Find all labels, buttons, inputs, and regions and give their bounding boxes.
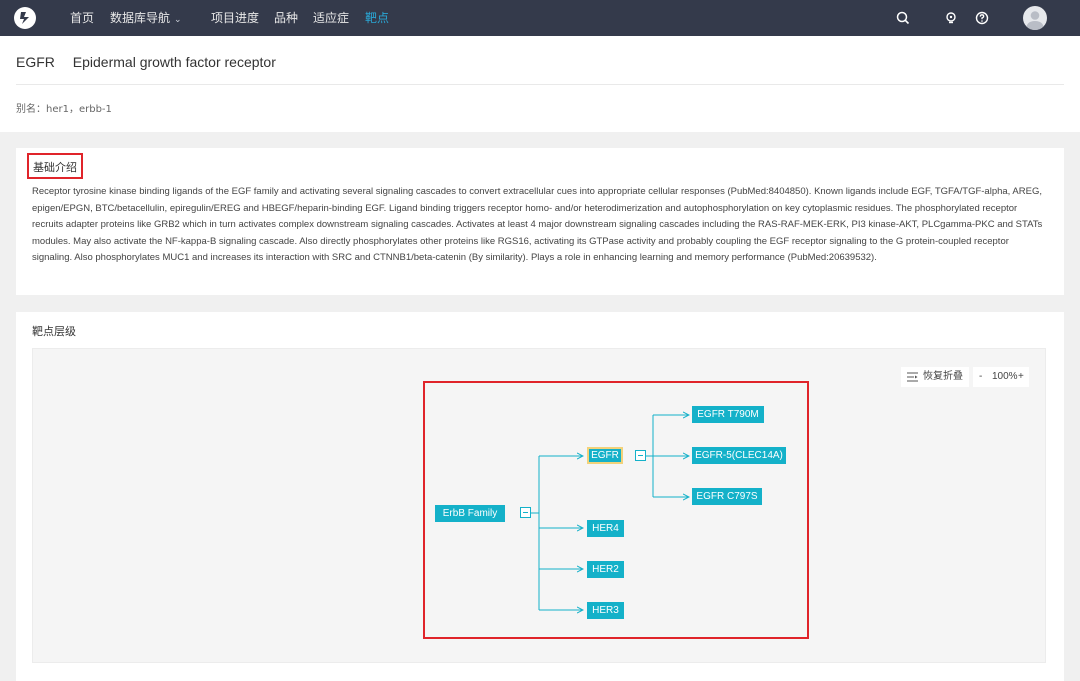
hierarchy-card: 靶点层级 恢复折叠 - 100% +: [16, 312, 1064, 681]
nav-database[interactable]: 数据库导航⌄: [110, 0, 182, 36]
user-icon: [1026, 11, 1044, 30]
highlight-box: [27, 153, 83, 179]
tree-node-her3[interactable]: HER3: [587, 602, 624, 619]
nav-database-label: 数据库导航: [110, 11, 171, 25]
list-icon: [907, 372, 918, 382]
page-title: EGFR Epidermal growth factor receptor: [16, 54, 276, 70]
zoom-level: 100%: [992, 371, 1018, 382]
logo-icon: [20, 12, 29, 24]
tree-panel[interactable]: 恢复折叠 - 100% +: [32, 348, 1046, 663]
restore-fold-button[interactable]: 恢复折叠: [901, 367, 969, 387]
collapse-root-toggle[interactable]: [520, 507, 531, 518]
chevron-down-icon: ⌄: [174, 15, 182, 25]
tree-node-egfr[interactable]: EGFR: [587, 447, 623, 464]
top-nav: 首页 数据库导航⌄ 项目进度 品种 适应症 靶点: [0, 0, 1080, 36]
tree-node-egfr-c797s[interactable]: EGFR C797S: [692, 488, 762, 505]
target-symbol: EGFR: [16, 54, 55, 70]
divider: [16, 84, 1064, 85]
tree-node-her4[interactable]: HER4: [587, 520, 624, 537]
nav-variety[interactable]: 品种: [274, 11, 299, 25]
help-icon[interactable]: [974, 10, 990, 26]
tree-node-her2[interactable]: HER2: [587, 561, 624, 578]
restore-fold-label: 恢复折叠: [923, 371, 963, 382]
tree-connectors: [531, 349, 1047, 664]
hierarchy-title: 靶点层级: [32, 325, 76, 338]
logo[interactable]: [14, 7, 36, 29]
tree-node-egfr-5[interactable]: EGFR-5(CLEC14A): [692, 447, 786, 464]
zoom-out-button[interactable]: -: [979, 371, 983, 382]
tree-node-root[interactable]: ErbB Family: [435, 505, 505, 522]
target-alias: 别名：her1，erbb-1: [16, 104, 112, 115]
avatar[interactable]: [1023, 6, 1047, 30]
intro-text: Receptor tyrosine kinase binding ligands…: [32, 186, 1043, 263]
collapse-egfr-toggle[interactable]: [635, 450, 646, 461]
nav-progress[interactable]: 项目进度: [211, 11, 260, 25]
zoom-control: - 100% +: [973, 367, 1029, 387]
target-name: Epidermal growth factor receptor: [72, 54, 276, 70]
intro-card: 基础介绍 Receptor tyrosine kinase binding li…: [16, 148, 1064, 295]
nav-target[interactable]: 靶点: [365, 11, 390, 25]
search-icon[interactable]: [895, 10, 911, 26]
target-header: EGFR Epidermal growth factor receptor 别名…: [0, 36, 1080, 132]
tree-node-egfr-t790m[interactable]: EGFR T790M: [692, 406, 764, 423]
highlight-box: [423, 381, 809, 639]
zoom-in-button[interactable]: +: [1018, 371, 1024, 382]
bulb-icon[interactable]: [943, 10, 959, 26]
nav-home[interactable]: 首页: [70, 11, 95, 25]
nav-indication[interactable]: 适应症: [313, 11, 350, 25]
intro-title: 基础介绍: [33, 161, 77, 174]
